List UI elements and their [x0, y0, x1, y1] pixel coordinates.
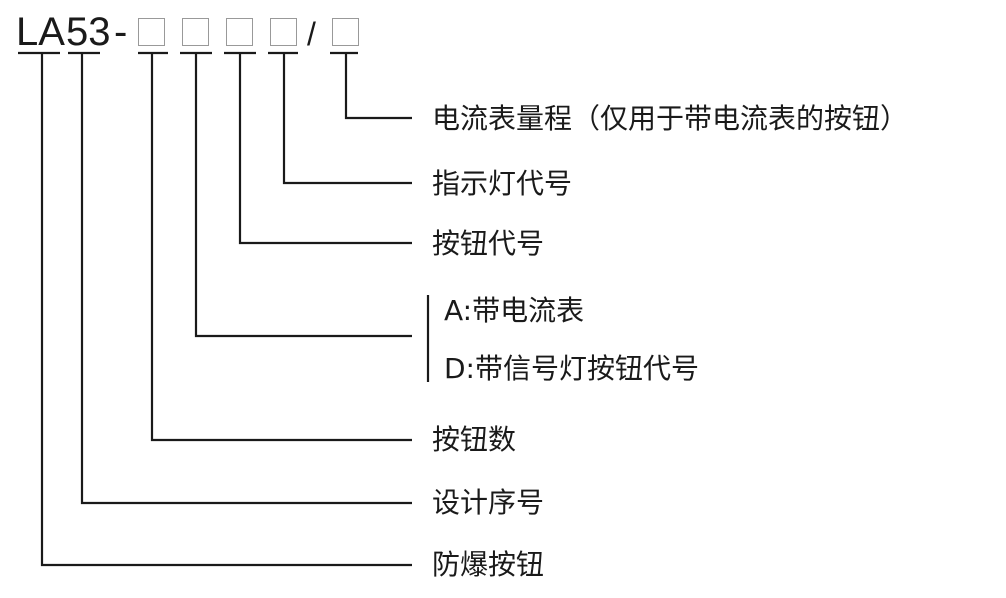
- placeholder-box-3: [226, 18, 253, 46]
- placeholder-box-4: [270, 18, 297, 46]
- label-button-code: 按钮代号: [432, 227, 545, 260]
- code-dash: -: [114, 10, 128, 54]
- leader-option: [194, 53, 412, 338]
- placeholder-box-1: [138, 18, 165, 46]
- label-explosion-proof-button: 防爆按钮: [432, 548, 545, 581]
- code-slash: /: [307, 16, 316, 52]
- label-indicator-code: 指示灯代号: [432, 167, 573, 200]
- leader-explosion-proof: [40, 53, 412, 567]
- leader-button-code: [238, 53, 412, 245]
- code-series: 53: [66, 10, 111, 54]
- leader-button-count: [150, 53, 412, 442]
- leader-design-number: [80, 53, 412, 505]
- label-option-a: A:带电流表: [444, 294, 585, 327]
- label-button-count: 按钮数: [432, 423, 517, 456]
- leader-ammeter-range: [344, 53, 412, 120]
- code-prefix: LA: [16, 10, 65, 54]
- label-ammeter-range: 电流表量程（仅用于带电流表的按钮）: [432, 102, 909, 135]
- leader-indicator-code: [282, 53, 412, 185]
- label-design-number: 设计序号: [432, 486, 545, 519]
- placeholder-box-5: [332, 18, 359, 46]
- label-option-d: D:带信号灯按钮代号: [444, 352, 699, 385]
- placeholder-box-2: [182, 18, 209, 46]
